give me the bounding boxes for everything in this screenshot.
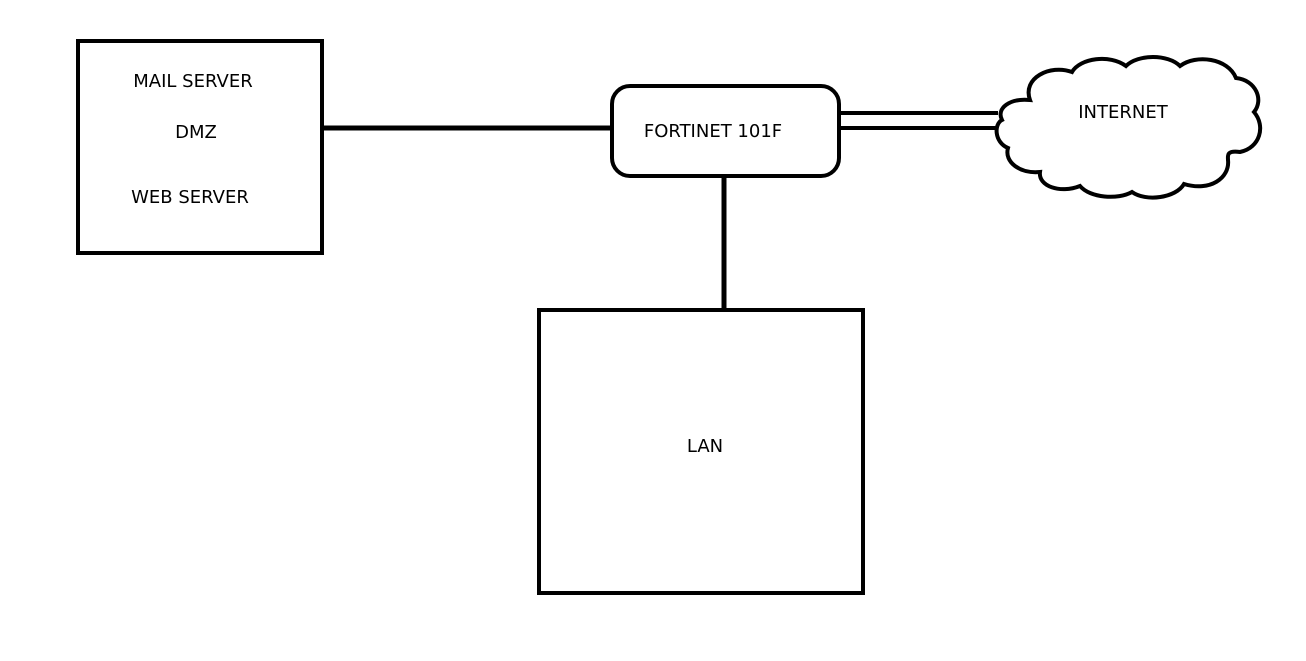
internet-label: INTERNET xyxy=(1078,102,1168,123)
web-server-label: WEB SERVER xyxy=(131,187,249,208)
firewall-label: FORTINET 101F xyxy=(644,121,782,142)
firewall-internet-link xyxy=(839,111,998,130)
lan-box: LAN xyxy=(537,308,865,595)
mail-server-label: MAIL SERVER xyxy=(133,71,252,92)
dmz-box: MAIL SERVER DMZ WEB SERVER xyxy=(76,39,324,255)
firewall-box: FORTINET 101F xyxy=(610,84,841,178)
internet-cloud: INTERNET xyxy=(994,55,1263,200)
dmz-label: DMZ xyxy=(175,122,217,143)
cloud-icon xyxy=(994,55,1263,200)
cloud-icon-outline xyxy=(994,55,1263,200)
lan-label: LAN xyxy=(687,436,723,457)
dmz-box-outline xyxy=(76,39,324,255)
lan-box-outline xyxy=(537,308,865,595)
firewall-box-outline xyxy=(610,84,841,178)
